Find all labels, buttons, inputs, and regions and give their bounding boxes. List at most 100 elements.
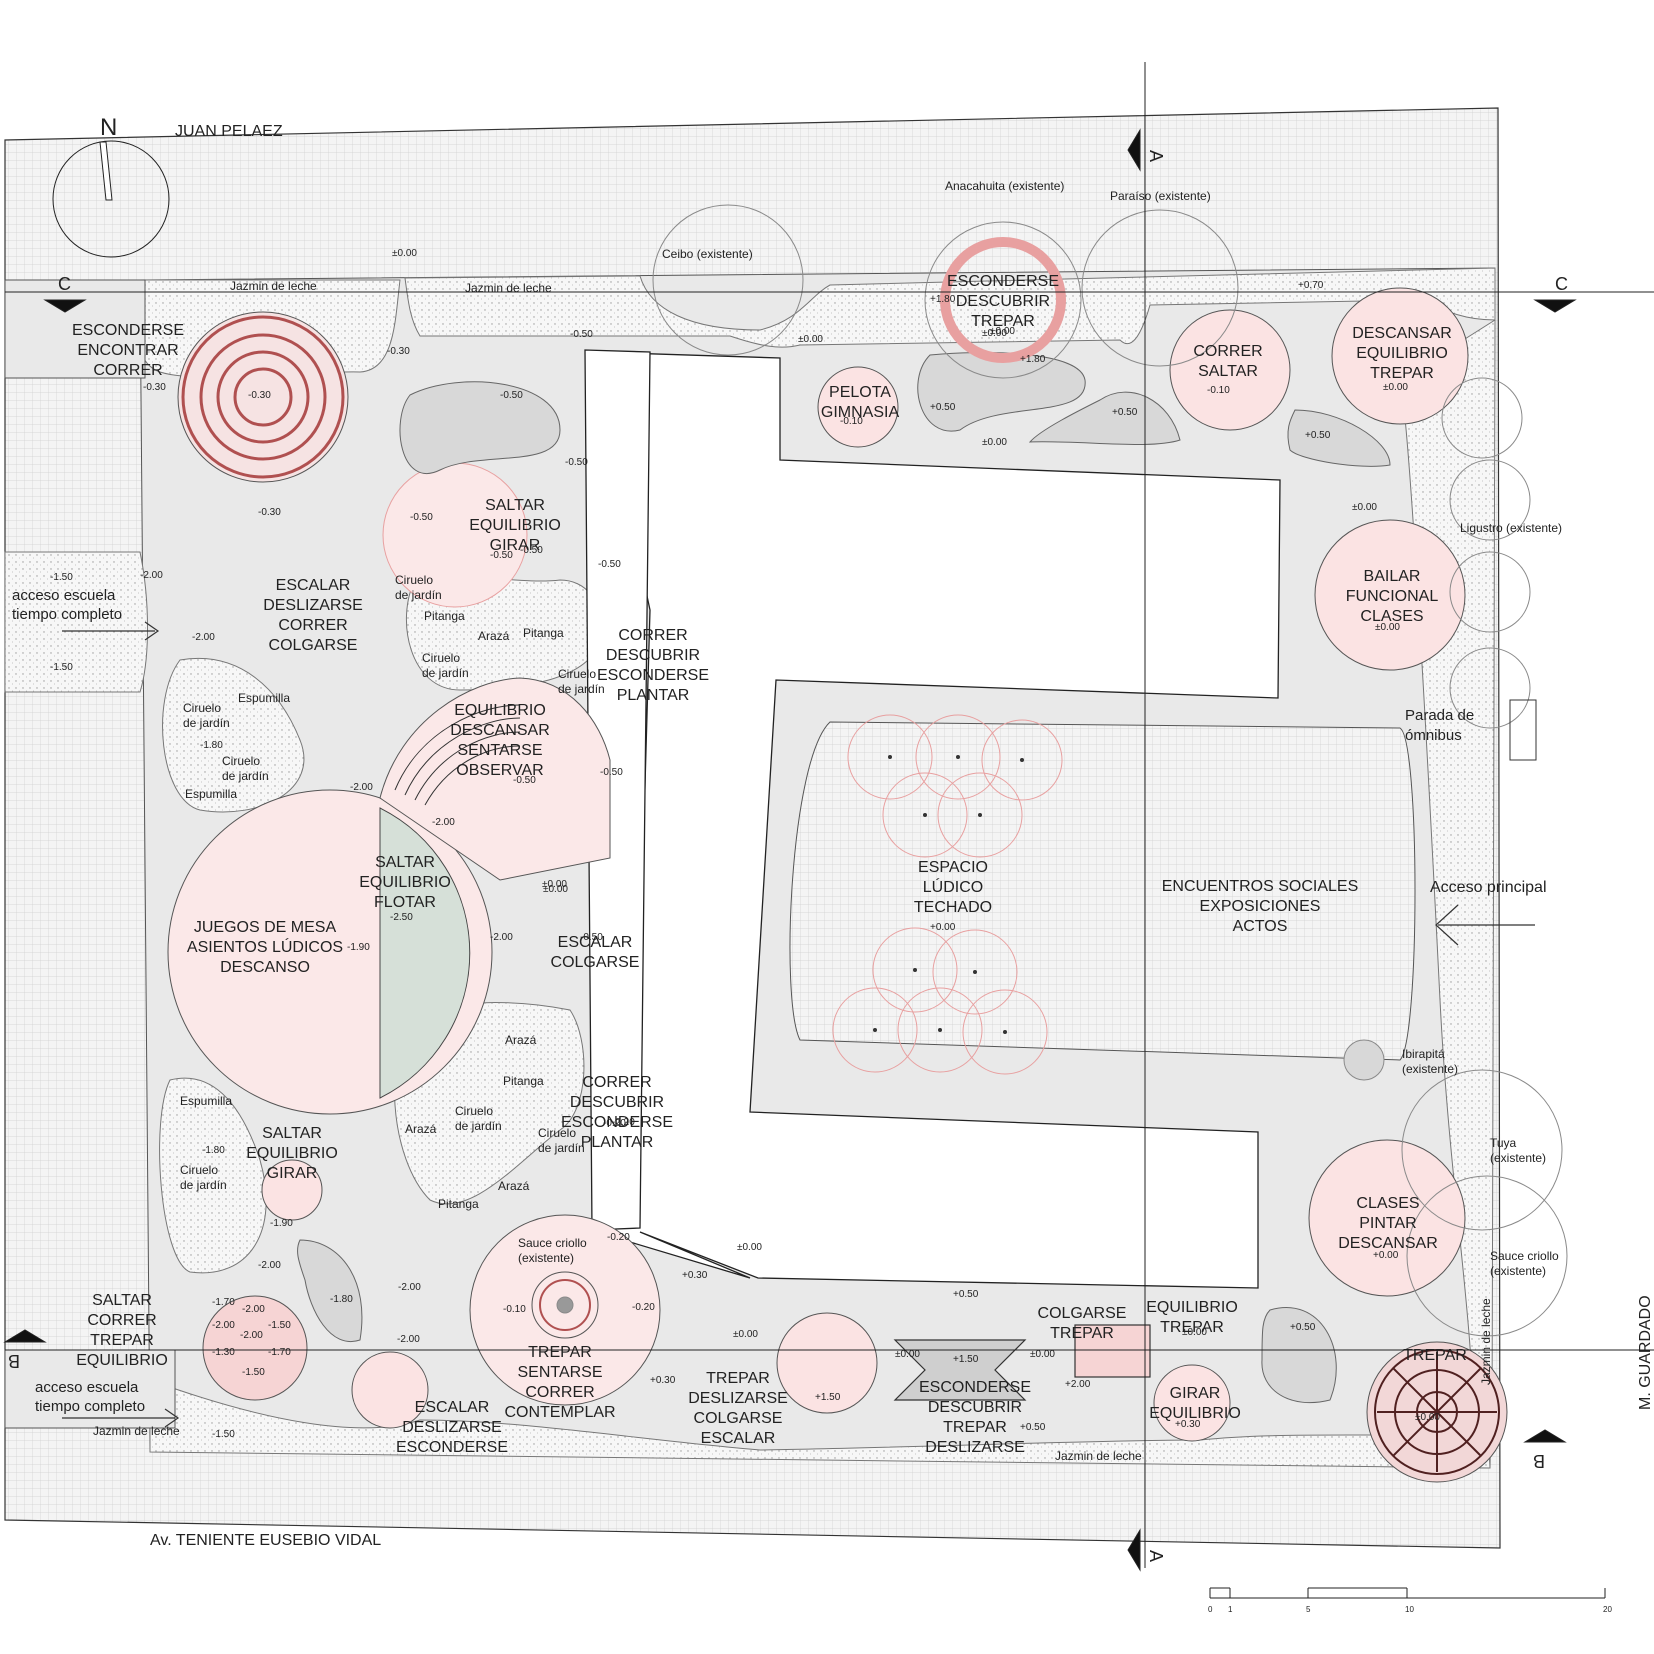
bus-stop-label-line: ómnibus — [1405, 727, 1462, 744]
tree-araza-4: Arazá — [498, 1179, 530, 1193]
activity-label-a16-line: TREPAR — [1050, 1325, 1114, 1342]
level-l57: +0.50 — [1305, 430, 1331, 441]
street-north: JUAN PELAEZ — [175, 123, 283, 140]
tree-jazmin-2: Jazmin de leche — [465, 281, 552, 295]
access-school-1-line: tiempo completo — [12, 606, 122, 623]
level-l29: -2.00 — [258, 1260, 281, 1271]
tree-araza-3: Arazá — [405, 1122, 437, 1136]
tree-espumilla-3: Espumilla — [180, 1094, 232, 1108]
level-l52: +0.00 — [1373, 1250, 1399, 1261]
tree-ciruelo-4-line: Ciruelo — [183, 701, 221, 715]
scale-3: 10 — [1405, 1605, 1414, 1614]
tree-jazmin-1: Jazmin de leche — [230, 279, 317, 293]
mounds — [297, 352, 1391, 1404]
tree-ibirapita-line: (existente) — [1402, 1062, 1458, 1076]
level-l11: -0.50 — [598, 559, 621, 570]
tree-ciruelo-5-line: Ciruelo — [222, 754, 260, 768]
activity-label-a8-line: PLANTAR — [617, 687, 690, 704]
activity-label-a3-line: EQUILIBRIO — [469, 517, 561, 534]
activity-label-a11-line: CORRER — [87, 1312, 156, 1329]
level-l20: -2.50 — [390, 912, 413, 923]
level-l38: +0.30 — [682, 1270, 708, 1281]
tree-pitanga-3: Pitanga — [503, 1074, 544, 1088]
level-l10: -0.50 — [490, 550, 513, 561]
maze-level-1: -2.00 — [242, 1304, 265, 1315]
activity-label-a14-line: ESCALAR — [701, 1430, 776, 1447]
activity-label-a22-line: EQUILIBRIO — [1356, 345, 1448, 362]
level-l39: +0.30 — [650, 1375, 676, 1386]
level-l07: -0.50 — [500, 390, 523, 401]
activity-label-a7-line: ESCALAR — [558, 934, 633, 951]
activity-label-a24-line: TREPAR — [971, 313, 1035, 330]
level-l06: -0.50 — [570, 329, 593, 340]
tree-sauce-e: Sauce criollo(existente) — [1490, 1249, 1559, 1278]
level-l69: ±0.00 — [542, 879, 567, 890]
tree-pitanga-2: Pitanga — [523, 626, 564, 640]
maze-level-0: -1.70 — [212, 1297, 235, 1308]
tree-jazmin-4: Jazmin de leche — [1055, 1449, 1142, 1463]
tree-paraiso: Paraíso (existente) — [1110, 189, 1211, 203]
level-l24: ±0.00 — [543, 884, 568, 895]
activity-label-a2-line: CORRER — [278, 617, 347, 634]
bus-stop — [1509, 699, 1537, 761]
maze-level-3: -1.50 — [268, 1320, 291, 1331]
level-l09: -0.50 — [565, 457, 588, 468]
tree-pitanga-4: Pitanga — [438, 1197, 479, 1211]
level-l58: ±0.00 — [982, 437, 1007, 448]
activity-label-a4-line: OBSERVAR — [456, 762, 543, 779]
level-l01: ±0.00 — [392, 248, 417, 259]
activity-label-a19: TREPAR — [1403, 1347, 1467, 1364]
tree-tuya-line: Tuya — [1490, 1136, 1517, 1150]
access-school-1: acceso escuela tiempo completo — [12, 587, 122, 623]
activity-label-a14-line: COLGARSE — [694, 1410, 783, 1427]
tree-ligustro: Ligustro (existente) — [1460, 521, 1562, 535]
activity-label-a23-line: CORRER — [1193, 343, 1262, 360]
tree-ciruelo-7-line: de jardín — [538, 1141, 585, 1155]
level-l63: +0.50 — [1112, 407, 1138, 418]
level-l40: ±0.00 — [733, 1329, 758, 1340]
level-l56: +0.00 — [930, 922, 956, 933]
activity-label-a16-line: COLGARSE — [1038, 1305, 1127, 1322]
activity-label-a5-line: SALTAR — [375, 854, 435, 871]
activity-label-a10-line: EQUILIBRIO — [246, 1145, 338, 1162]
level-l08: -0.50 — [410, 512, 433, 523]
section-c-right: C — [1555, 274, 1568, 294]
activity-label-a11-line: SALTAR — [92, 1292, 152, 1309]
level-l66: ±0.00 — [990, 326, 1015, 337]
level-l53: ±0.00 — [1352, 502, 1377, 513]
activity-label-a21-line: FUNCIONAL — [1346, 588, 1439, 605]
tree-sauce-e-line: (existente) — [1490, 1264, 1546, 1278]
level-l19: -2.00 — [432, 817, 455, 828]
activity-label-a12-line: DESLIZARSE — [402, 1419, 502, 1436]
tree-ciruelo-2-line: de jardín — [422, 666, 469, 680]
activity-label-a11-line: EQUILIBRIO — [76, 1352, 168, 1369]
level-l14: -1.50 — [50, 662, 73, 673]
activity-label-a27-line: EXPOSICIONES — [1200, 898, 1321, 915]
level-l64: ±0.00 — [982, 328, 1007, 339]
level-l60: +0.70 — [1298, 280, 1324, 291]
access-school-1-line: acceso escuela — [12, 587, 116, 604]
activity-label-a20-line: CLASES — [1356, 1195, 1419, 1212]
level-l55: ±0.00 — [1383, 382, 1408, 393]
level-l34: -0.10 — [503, 1304, 526, 1315]
activity-label-a8-line: CORRER — [618, 627, 687, 644]
level-l26: -0.20 — [603, 1118, 626, 1129]
activity-label-a9-line: CORRER — [582, 1074, 651, 1091]
tree-tuya-line: (existente) — [1490, 1151, 1546, 1165]
scale-1: 1 — [1228, 1605, 1233, 1614]
north-arrow: N — [52, 114, 170, 258]
level-l41: +1.50 — [815, 1392, 841, 1403]
level-l27: -1.80 — [202, 1145, 225, 1156]
